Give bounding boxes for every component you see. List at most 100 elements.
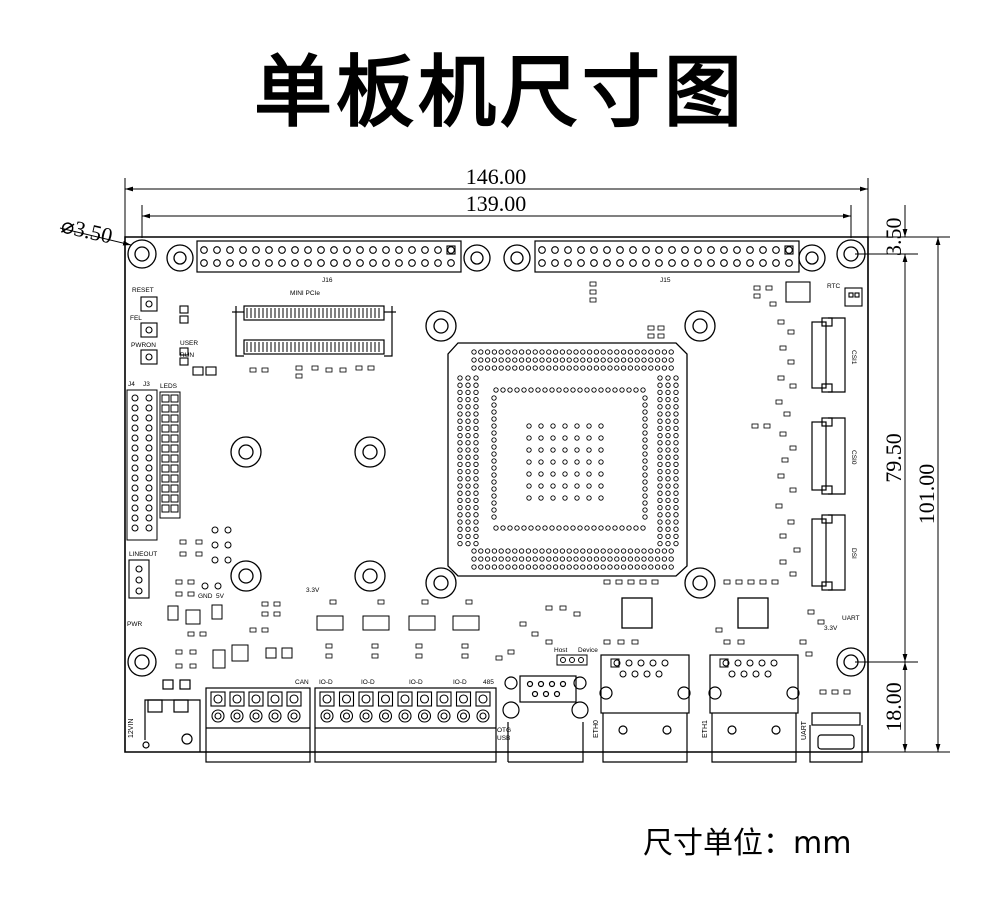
header-pin xyxy=(668,259,676,267)
gpio-pin xyxy=(131,424,139,432)
bga-ball xyxy=(566,556,572,562)
smd-pad xyxy=(651,579,659,585)
terminal-screw-head xyxy=(419,694,430,704)
bga-ball xyxy=(542,387,548,393)
bga-ball xyxy=(657,418,663,424)
terminal-hole-inner xyxy=(252,712,260,720)
bga-ball xyxy=(465,404,471,410)
terminal-screw-head xyxy=(380,694,391,704)
header-pin xyxy=(707,259,715,267)
terminal-hole xyxy=(476,709,490,723)
dim-hole-edge-offset: 3.50 xyxy=(881,218,906,257)
header-pin xyxy=(746,259,754,267)
header-pin xyxy=(304,246,312,254)
smd-pad xyxy=(819,689,827,695)
bga-ball xyxy=(634,556,640,562)
label-uart-top: UART xyxy=(842,615,860,622)
rj45-pin xyxy=(734,659,742,667)
header-pin xyxy=(278,246,286,254)
bga-ball xyxy=(640,387,646,393)
bga-ball xyxy=(473,411,479,417)
terminal-screw xyxy=(319,691,335,707)
smd-pad xyxy=(261,611,269,617)
left-buttons xyxy=(140,296,217,376)
bga-ball xyxy=(562,447,568,453)
bga-ball xyxy=(457,396,463,403)
header-pin xyxy=(252,246,260,254)
smd-pad xyxy=(787,359,795,365)
bga-ball xyxy=(607,349,613,355)
led-pad xyxy=(170,504,179,513)
bga-ball xyxy=(491,444,497,450)
smd-pad xyxy=(367,365,375,371)
bga-ball xyxy=(673,418,679,424)
header-pin xyxy=(616,259,624,267)
bga-ball xyxy=(539,548,545,554)
bga-ball xyxy=(465,540,471,547)
bga-ball xyxy=(491,548,498,554)
bga-ball xyxy=(665,454,671,460)
bga-ball xyxy=(668,349,674,355)
bga-ball xyxy=(559,548,566,554)
bga-ball xyxy=(620,357,627,363)
terminal-screw xyxy=(248,691,264,707)
bga-ball xyxy=(473,540,479,547)
gpio-pin xyxy=(131,444,139,452)
bga-ball xyxy=(665,411,671,417)
terminal-hole xyxy=(456,709,471,723)
terminal-screw-head xyxy=(289,694,299,704)
smd-pad xyxy=(249,627,257,633)
bga-ball xyxy=(648,365,654,371)
label-485: 485 xyxy=(483,679,494,686)
smd-pad xyxy=(179,551,187,557)
led-pad xyxy=(170,414,179,423)
bga-ball xyxy=(473,468,479,475)
bga-ball xyxy=(532,564,538,570)
bga-ball xyxy=(577,387,583,393)
label-12vin: 12VIN xyxy=(128,719,135,738)
bga-ball xyxy=(586,365,593,371)
bga-ball xyxy=(505,349,511,355)
bga-ball xyxy=(526,471,532,477)
bga-ball xyxy=(607,357,613,363)
smd-pad xyxy=(723,639,731,645)
bga-ball xyxy=(642,444,648,450)
bga-ball xyxy=(642,395,648,401)
terminal-screw-head xyxy=(361,694,371,704)
smd-pad xyxy=(507,649,515,655)
dim-hole-diameter: ⌀3.50 xyxy=(59,213,115,249)
header-pin xyxy=(395,259,403,267)
bga-ball xyxy=(641,548,647,554)
bga-ball xyxy=(465,533,471,540)
smd-pad xyxy=(805,651,813,657)
bga-ball xyxy=(673,483,679,489)
bga-ball xyxy=(518,357,525,363)
bga-ball xyxy=(493,525,499,531)
smd-pad xyxy=(789,487,797,493)
terminal-screw xyxy=(377,691,394,707)
terminal-screw-head xyxy=(270,694,280,704)
bga-ball xyxy=(491,423,497,429)
header-pin xyxy=(590,259,598,267)
led-pad xyxy=(161,474,170,483)
label-user: USER xyxy=(180,340,198,347)
bga-ball xyxy=(491,556,498,562)
bga-ball xyxy=(532,548,538,554)
smd-pad xyxy=(461,643,469,649)
bga-ball xyxy=(539,357,545,363)
bga-ball xyxy=(465,432,471,439)
header-pin xyxy=(746,246,754,254)
bga-ball xyxy=(580,548,586,554)
smd-pad xyxy=(735,579,743,585)
bga-ball xyxy=(657,490,663,496)
bga-ball xyxy=(586,548,593,554)
led-pad xyxy=(161,414,170,423)
header-pin xyxy=(772,259,780,267)
bga-ball xyxy=(673,468,679,475)
bga-ball xyxy=(465,483,471,489)
bga-ball xyxy=(465,512,471,518)
gpio-pin xyxy=(131,394,139,402)
terminal-hole xyxy=(398,709,412,723)
bga-ball xyxy=(627,556,634,562)
bga-ball xyxy=(542,525,548,531)
